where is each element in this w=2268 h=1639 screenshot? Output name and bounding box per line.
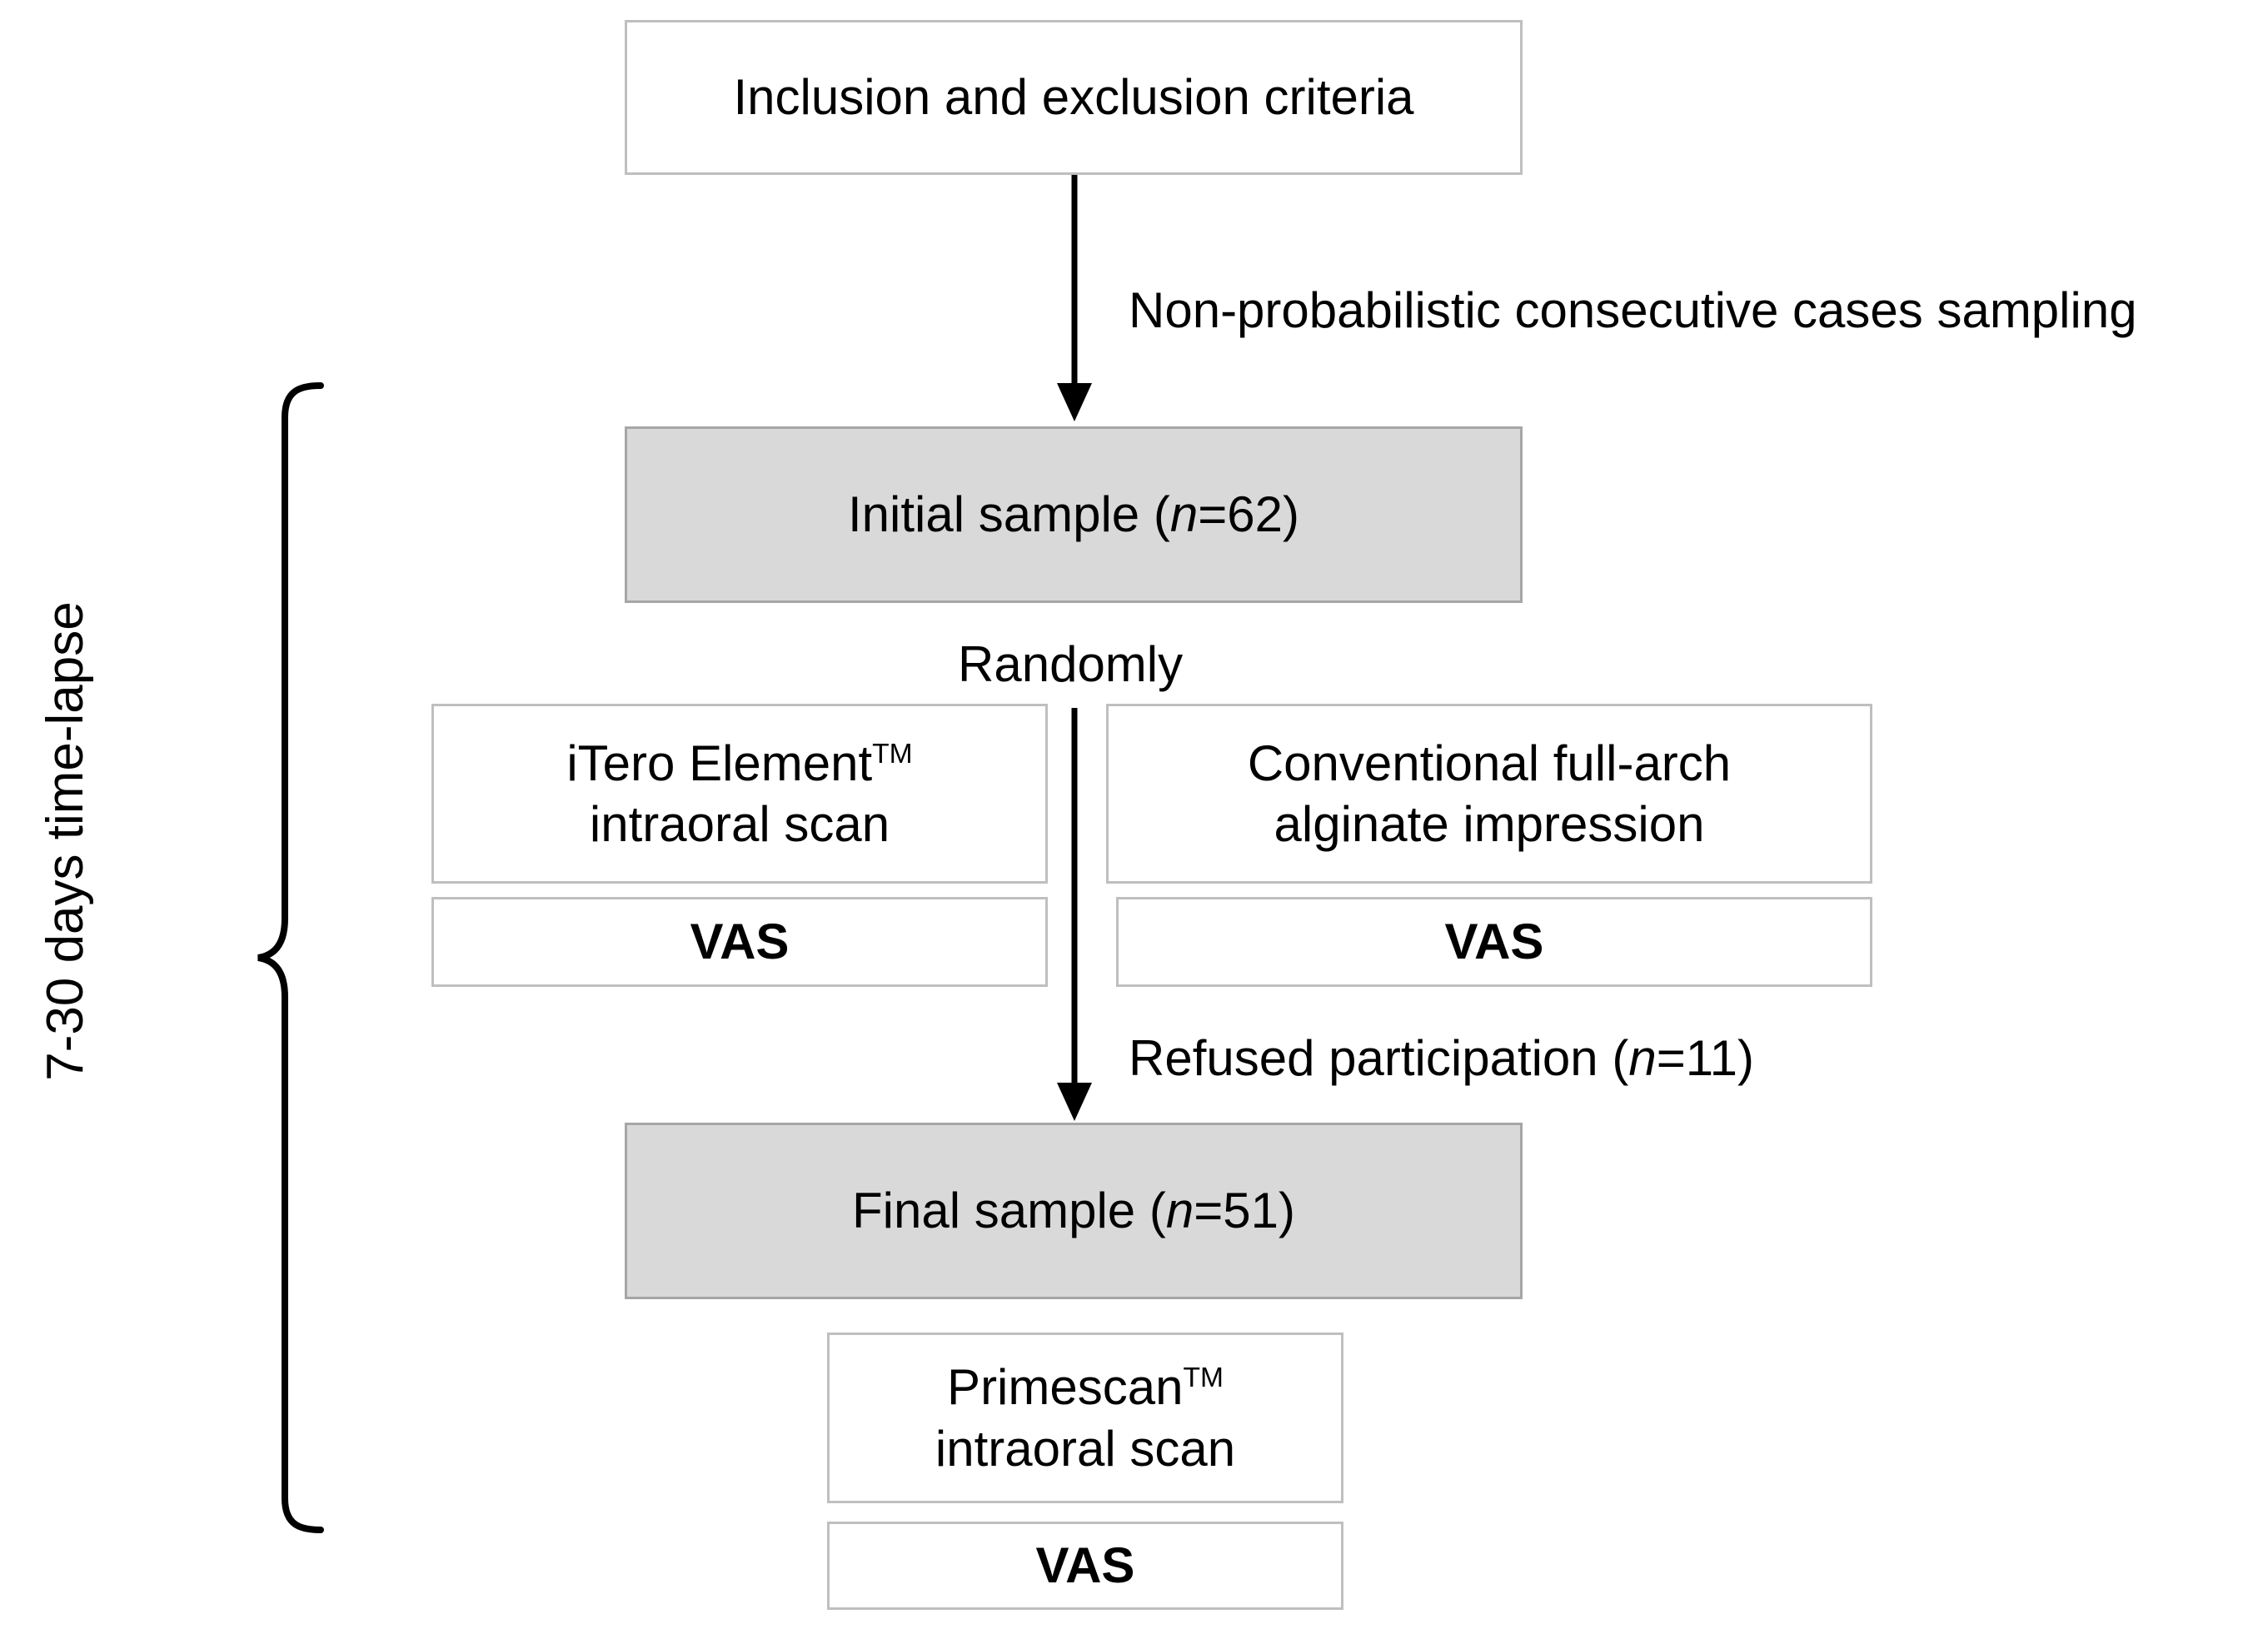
arrow-criteria-to-initial-sample <box>1049 175 1099 425</box>
time-lapse-brace <box>175 379 325 1537</box>
node-initial-sample-label: Initial sample (n=62) <box>848 486 1299 543</box>
trademark-symbol: TM <box>872 738 913 770</box>
node-inclusion-exclusion-criteria-label: Inclusion and exclusion criteria <box>733 69 1414 126</box>
node-primescan-vas-label: VAS <box>1035 1537 1135 1594</box>
node-final-sample: Final sample (n=51) <box>625 1123 1523 1299</box>
edge-label-refused-participation: Refused participation (n=11) <box>1129 1030 1755 1086</box>
node-conventional-vas: VAS <box>1116 897 1872 987</box>
node-inclusion-exclusion-criteria: Inclusion and exclusion criteria <box>625 20 1523 175</box>
node-primescan-vas: VAS <box>827 1522 1343 1610</box>
node-initial-sample: Initial sample (n=62) <box>625 426 1523 603</box>
time-lapse-label: 7-30 days time-lapse <box>36 601 94 1081</box>
node-itero-vas: VAS <box>431 897 1048 987</box>
node-conventional-vas-label: VAS <box>1444 914 1544 970</box>
trademark-symbol: TM <box>1183 1363 1224 1394</box>
time-lapse-label-wrapper: 7-30 days time-lapse <box>25 601 105 1639</box>
node-final-sample-label: Final sample (n=51) <box>852 1183 1295 1239</box>
edge-label-sampling: Non-probabilistic consecutive cases samp… <box>1129 282 2137 338</box>
node-itero-vas-label: VAS <box>690 914 790 970</box>
edge-label-randomly: Randomly <box>958 636 1184 692</box>
